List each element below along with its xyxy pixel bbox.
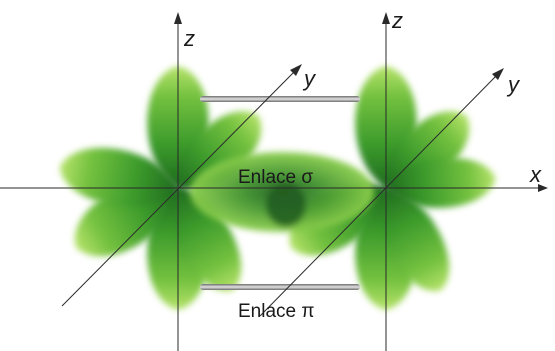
left-z-axis-arrowhead: [174, 12, 182, 24]
x-axis-arrowhead: [538, 184, 548, 192]
left-lobe-lower-right: [172, 188, 242, 292]
axes: [0, 12, 548, 351]
pi-bond-label: Enlace π: [238, 301, 314, 322]
sigma-bond-overlap: [190, 152, 374, 232]
x-axis-label: x: [529, 162, 542, 187]
left-atom: [59, 66, 262, 310]
right-y-axis-arrowhead: [492, 68, 504, 80]
pi-bond-bar-top: [200, 96, 360, 102]
left-lobe-upper-right: [177, 111, 262, 190]
right-y-axis-label: y: [506, 72, 521, 97]
sigma-bond-label: Enlace σ: [238, 167, 313, 188]
right-z-axis-label: z: [391, 8, 403, 33]
right-z-axis-arrowhead: [382, 12, 390, 24]
right-y-axis: [259, 73, 499, 317]
pi-bond-bar-bottom: [200, 284, 360, 290]
left-y-axis-label: y: [302, 66, 317, 91]
left-z-axis-label: z: [183, 26, 195, 51]
right-lobe-right: [386, 157, 496, 208]
left-y-axis-arrowhead: [290, 64, 302, 76]
left-y-axis: [61, 69, 297, 307]
right-lobe-lower-right: [380, 188, 450, 292]
left-lobe-left: [59, 147, 178, 206]
